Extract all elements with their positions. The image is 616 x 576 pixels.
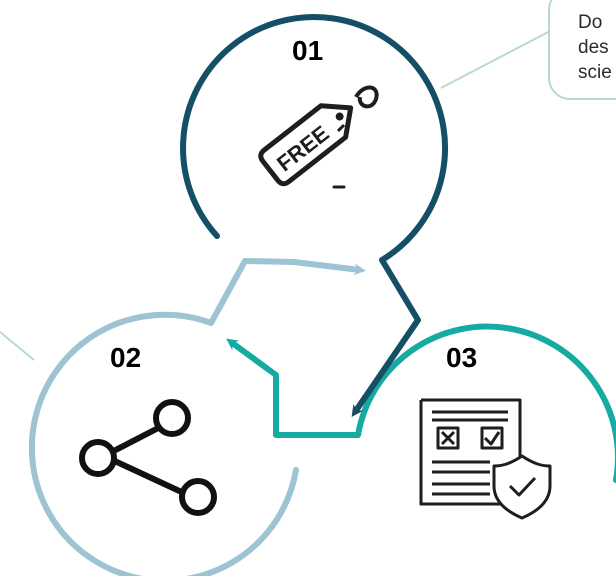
step-03-number: 03	[446, 342, 477, 373]
step-01-arc	[180, 14, 449, 263]
share-icon	[79, 399, 217, 516]
callout-line-1: Do	[578, 12, 603, 33]
step-01-to-03-connector	[351, 258, 421, 417]
step-03-to-02-connector	[226, 338, 358, 438]
callout-line-2: des	[578, 37, 609, 58]
free-tag-icon: FREE	[258, 85, 379, 189]
callout-connector-line	[440, 29, 553, 89]
callout-line-3: scie	[578, 62, 612, 83]
step-02-arc	[28, 311, 299, 576]
step-02-to-01-connector	[208, 258, 366, 325]
step-01-number: 01	[292, 35, 323, 66]
step-02-number: 02	[110, 342, 141, 373]
step-03-arc	[355, 323, 616, 483]
verified-checklist-icon	[419, 398, 552, 520]
step-02-connector-line	[0, 331, 35, 361]
step-01-callout-box: Do des scie	[548, 0, 616, 100]
